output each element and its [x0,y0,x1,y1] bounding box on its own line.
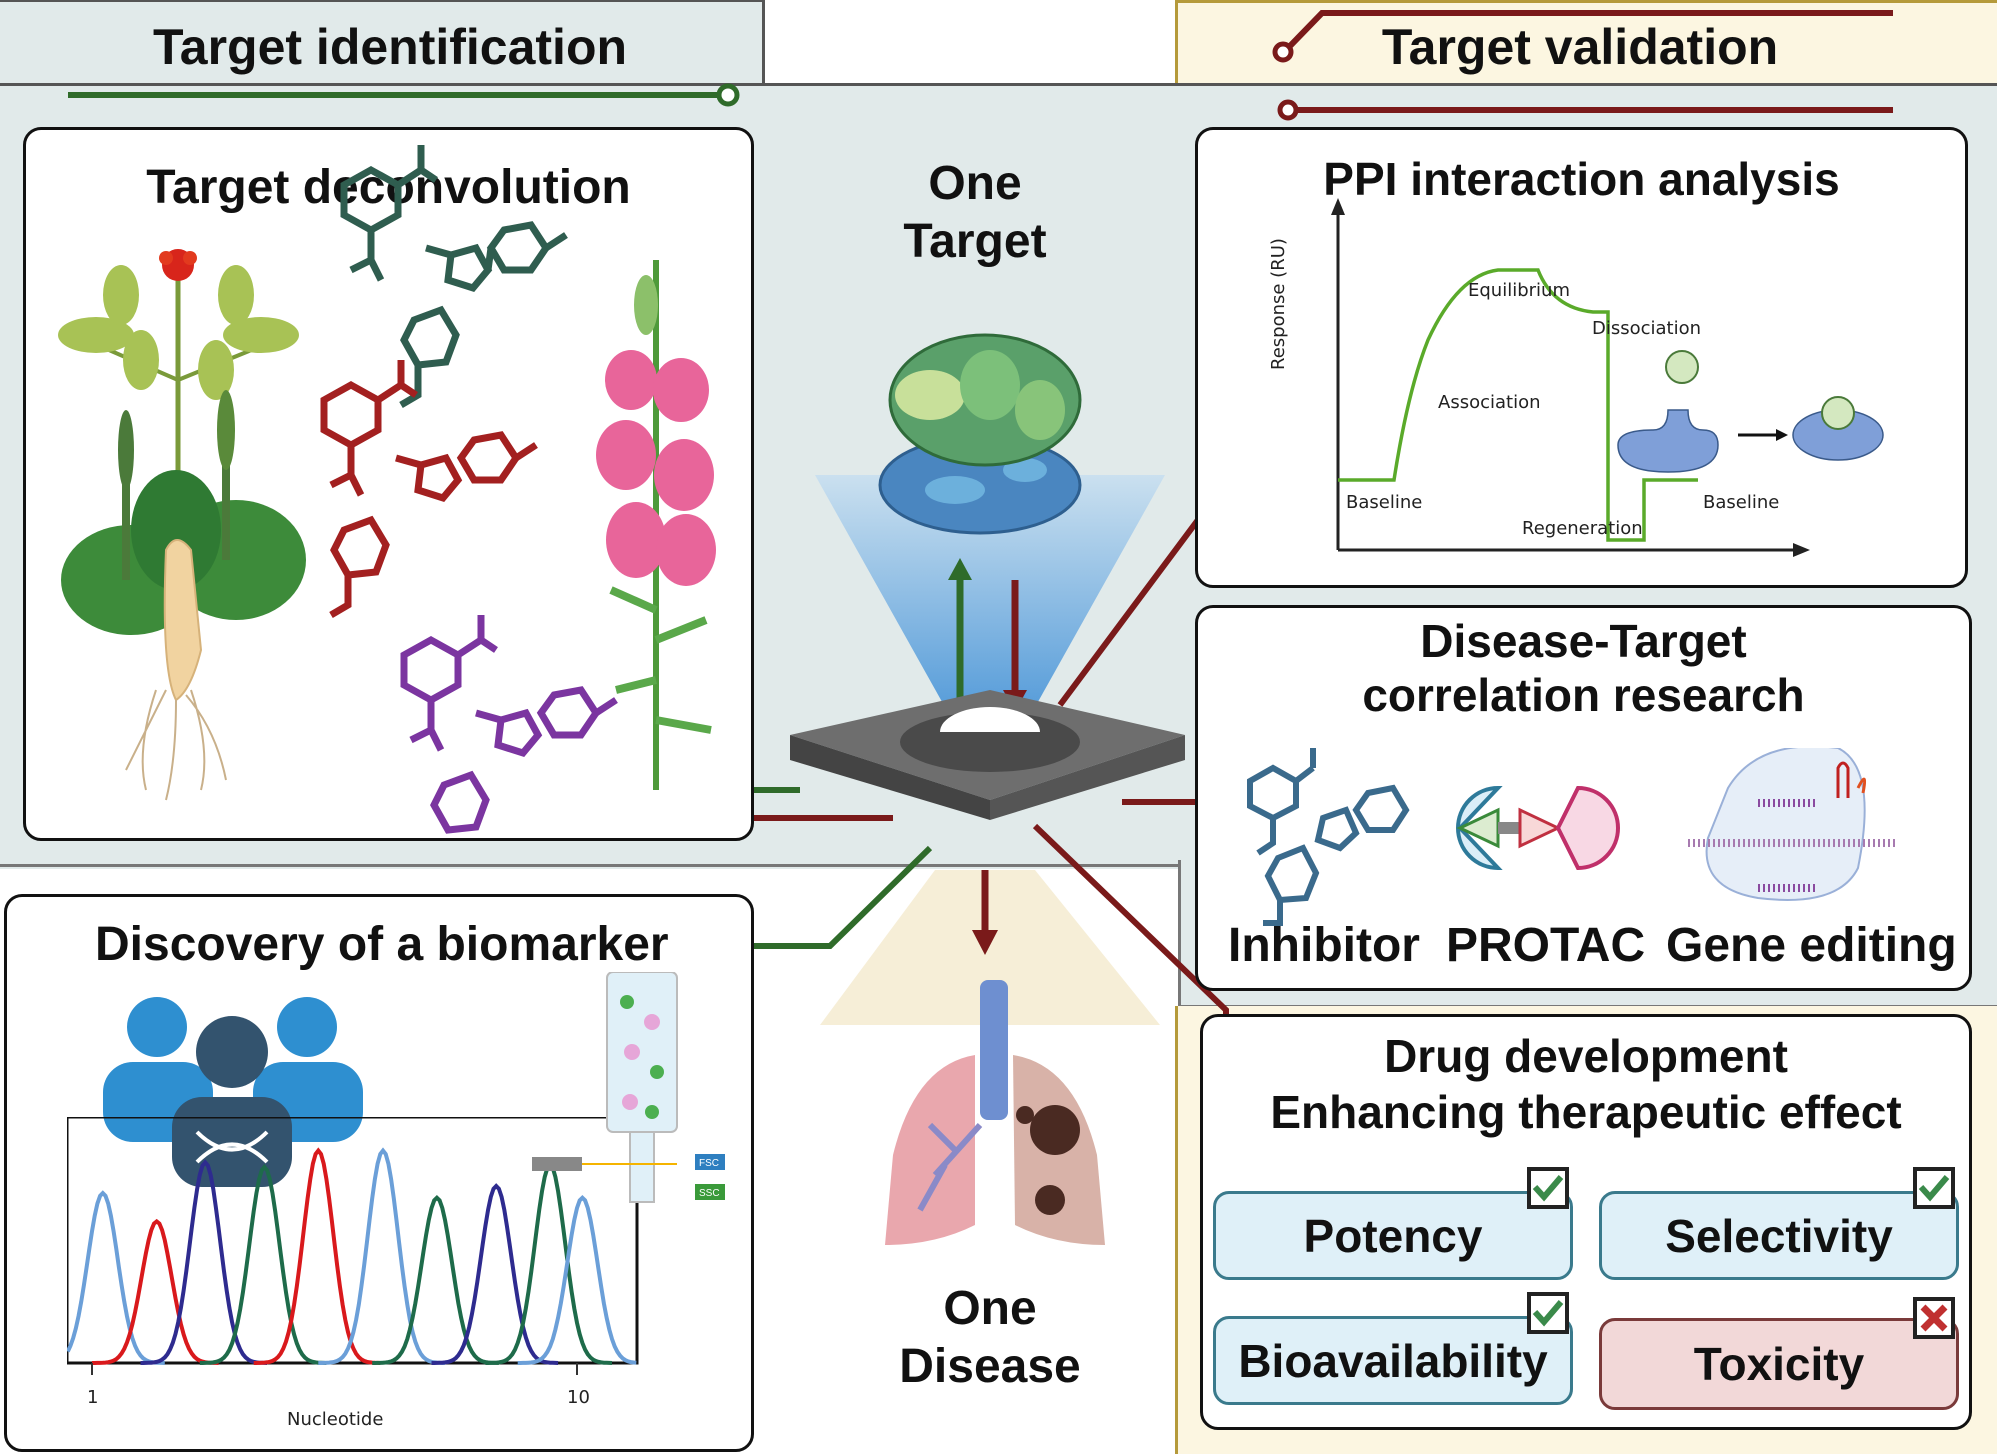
correlation-item-protac: PROTAC [1446,919,1646,972]
property-label: Selectivity [1665,1209,1893,1262]
molecule-ring [340,165,402,235]
property-label: Toxicity [1693,1338,1865,1390]
correlation-title-line2: correlation research [1362,669,1805,721]
check-icon [1527,1167,1569,1209]
snapdragon-flower-icon [596,260,716,790]
phase-association: Association [1438,392,1541,413]
correlation-title-line1: Disease-Target [1420,615,1747,667]
phase-dissociation: Dissociation [1592,318,1702,339]
chart-peak-10 [517,1195,637,1365]
fsc-label: FSC [699,1158,719,1169]
molecule-group-green [340,145,568,409]
down-arrow-icon [972,930,998,955]
sensorgram-curve [1338,268,1698,542]
sensorgram [1331,198,1884,557]
ginseng-plant-icon [58,249,306,801]
protac-icon [1456,785,1620,871]
x-tick-label-1: 1 [87,1387,99,1408]
one-disease-line2: Disease [899,1340,1081,1393]
section-title-identification: Target identification [152,19,628,75]
correlation-item-inhibitor: Inhibitor [1228,919,1420,972]
cross-icon [1913,1297,1955,1339]
binding-schematic [1617,350,1884,473]
check-icon [1913,1167,1955,1209]
property-potency: Potency [1213,1191,1573,1280]
chart-peak-4 [199,1164,327,1365]
correlation-item-gene-editing: Gene editing [1666,919,1957,972]
property-label: Bioavailability [1238,1334,1548,1387]
center-illustration [790,333,1185,820]
one-target-line1: One [928,157,1022,210]
connector-node [1272,41,1294,63]
chart-peak-1 [67,1190,165,1365]
protein-target-icon [878,333,1082,535]
flow-cytometer-icon: FSC SSC [532,972,725,1203]
chip-icon [790,690,1185,820]
chart-peak-3 [140,1159,268,1365]
gene-editing-icon [1688,748,1898,901]
check-icon [1527,1292,1569,1334]
sequencing-chart [67,1117,639,1375]
identification-tab-bg [0,0,765,88]
correlation-icons [1247,748,1898,926]
up-arrow-icon [948,558,972,720]
ppi-title: PPI interaction analysis [1323,153,1840,205]
target-deconvolution-title: Target deconvolution [146,161,631,214]
correlation-card: Disease-Target correlation research Inhi… [1195,605,1972,991]
drug-title-line1: Drug development [1384,1030,1788,1082]
disease-beam [820,870,1160,1025]
patients-icon [103,997,363,1187]
lungs-icon [885,980,1105,1245]
deconvolution-illustration [58,145,716,834]
property-toxicity: Toxicity [1599,1318,1959,1410]
phase-baseline-left: Baseline [1346,492,1423,513]
ppi-card: PPI interaction analysis Response (RU) B… [1195,127,1968,588]
chart-peak-6 [318,1147,446,1365]
property-label: Potency [1303,1209,1483,1262]
biomarker-title: Discovery of a biomarker [95,918,669,971]
one-disease-label: One Disease [880,1280,1100,1396]
property-selectivity: Selectivity [1599,1191,1959,1280]
section-title-validation: Target validation [1381,19,1779,75]
chart-peak-5 [253,1147,381,1365]
projection-beam [815,475,1165,725]
drug-title-line2: Enhancing therapeutic effect [1270,1086,1902,1138]
molecule-group-red [320,360,538,619]
ppi-ylabel: Response (RU) [1268,238,1289,370]
one-target-line2: Target [903,215,1047,268]
target-panel-bottom-edge [0,864,1180,867]
chart-peak-7 [372,1195,499,1365]
chart-peak-8 [431,1183,559,1365]
connector-node [716,83,740,107]
ssc-label: SSC [699,1188,720,1199]
x-axis-label: Nucleotide [287,1409,384,1430]
phase-baseline-right: Baseline [1703,492,1780,513]
one-target-label: One Target [860,155,1090,271]
validation-top-line [1287,10,1893,49]
property-bioavailability: Bioavailability [1213,1316,1573,1405]
target-deconvolution-card: Target deconvolution [23,127,754,841]
biomarker-card: Discovery of a biomarker 1 10 Nucleotide… [4,894,754,1452]
phase-equilibrium: Equilibrium [1468,280,1570,301]
connector-node [1277,99,1299,121]
molecule-group-purple [400,615,618,834]
phase-regeneration: Regeneration [1522,518,1643,539]
x-tick-label-10: 10 [567,1387,590,1408]
one-disease-line1: One [943,1282,1037,1335]
inhibitor-molecule-icon [1247,748,1410,926]
chart-peak-2 [92,1218,219,1365]
chart-frame [67,1117,639,1365]
dna-icon [195,1130,269,1164]
